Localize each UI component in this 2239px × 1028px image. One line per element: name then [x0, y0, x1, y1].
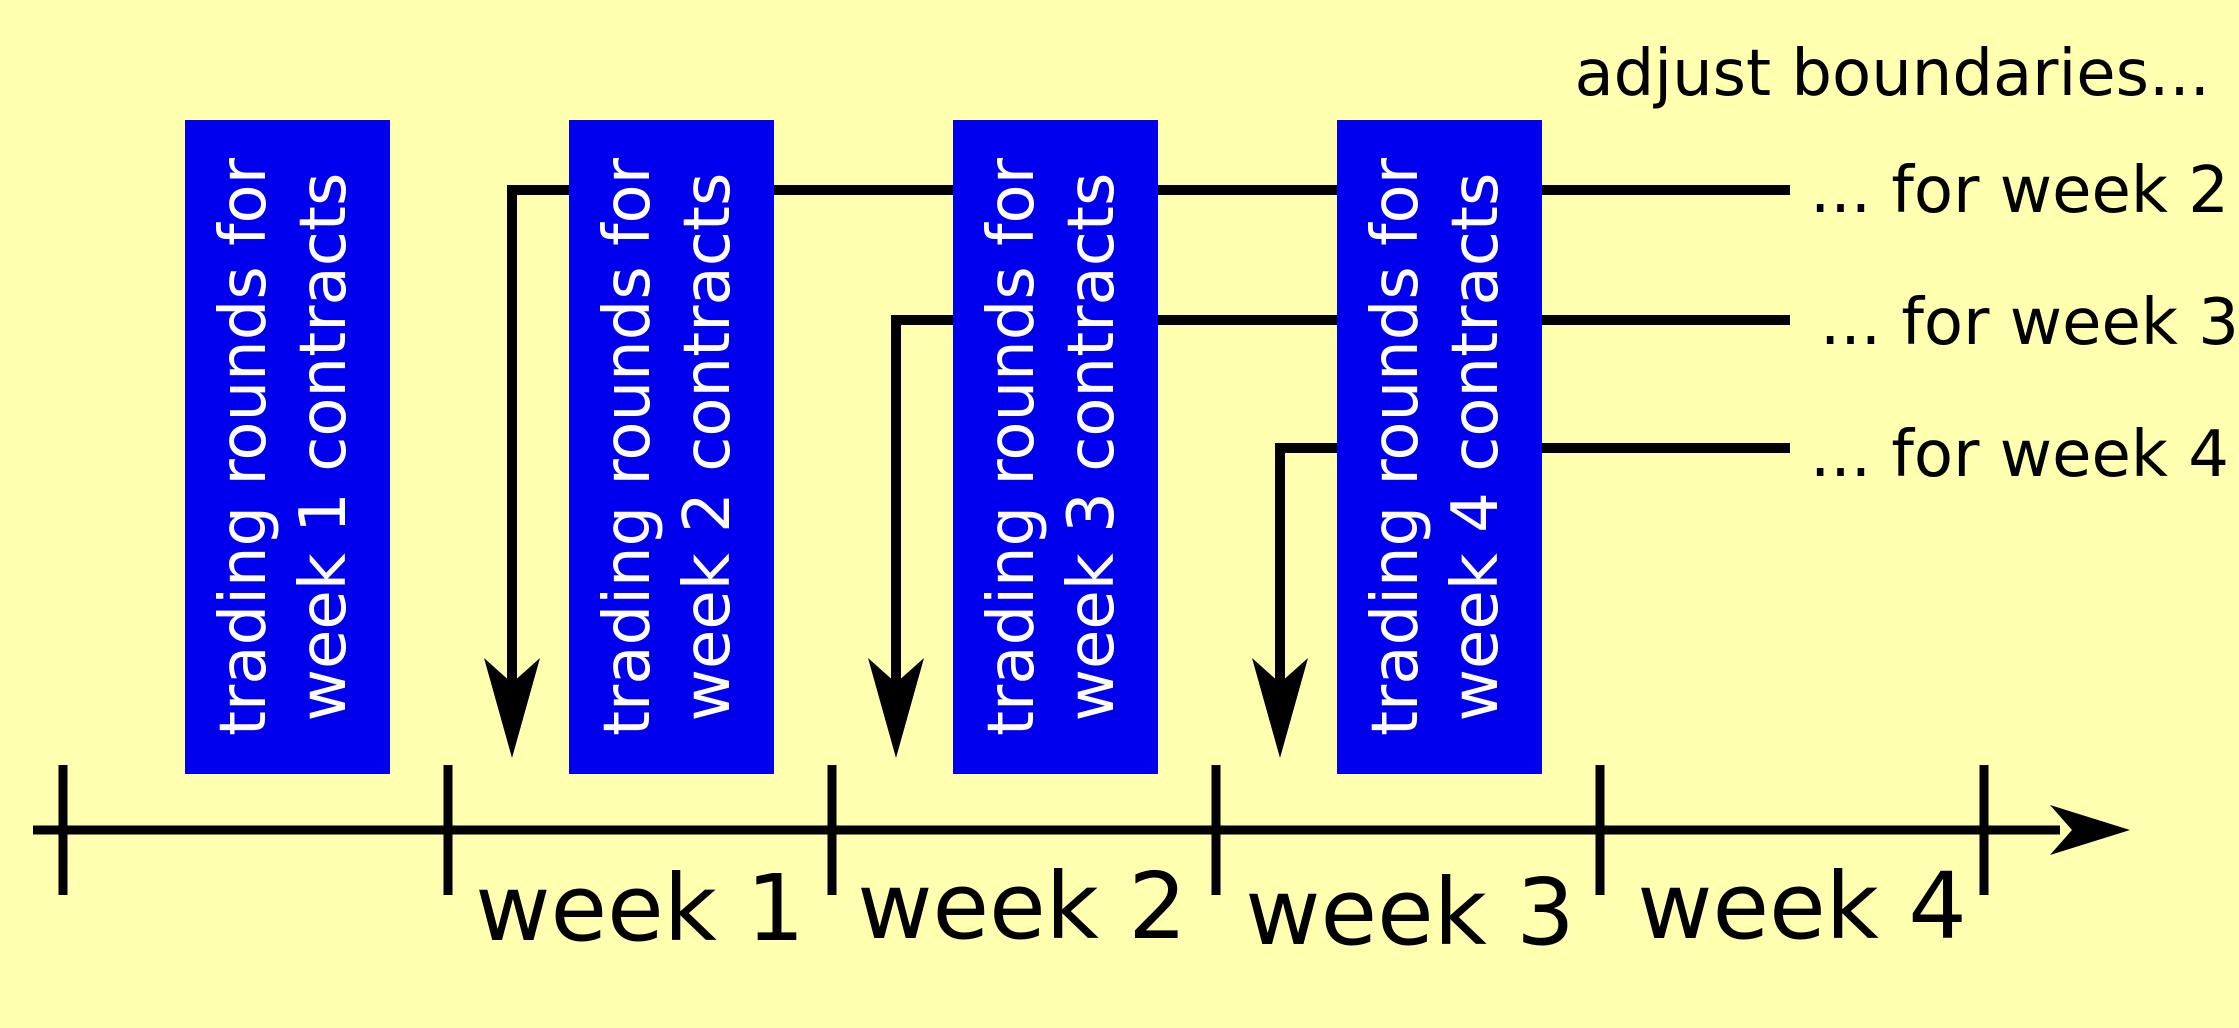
- week-label-4: week 4: [1637, 853, 1967, 960]
- box-week-1-line2: week 1 contracts: [287, 173, 361, 722]
- box-week-2-line1: trading rounds for: [591, 157, 665, 736]
- box-week-2-rect: [569, 120, 774, 774]
- timeline-arrowhead: [2050, 805, 2130, 855]
- box-week-3-rect: [953, 120, 1158, 774]
- arrowhead-week-3: [868, 658, 924, 758]
- header-title: adjust boundaries...: [1574, 37, 2210, 111]
- box-week-1-line1: trading rounds for: [207, 157, 281, 736]
- box-week-2: trading rounds for week 2 contracts: [569, 120, 774, 774]
- box-week-1-rect: [185, 120, 390, 774]
- boundary-line-week-2-drop: [507, 185, 569, 700]
- box-week-4-line2: week 4 contracts: [1439, 173, 1513, 722]
- box-week-2-line2: week 2 contracts: [671, 173, 745, 722]
- week-label-1: week 1: [475, 855, 805, 962]
- box-week-3: trading rounds for week 3 contracts: [953, 120, 1158, 774]
- week-label-3: week 3: [1245, 859, 1575, 966]
- box-week-4: trading rounds for week 4 contracts: [1337, 120, 1542, 774]
- week-label-2: week 2: [857, 853, 1187, 960]
- box-week-1: trading rounds for week 1 contracts: [185, 120, 390, 774]
- boundary-label-week-3: ... for week 3: [1820, 286, 2239, 360]
- boundary-line-week-3-drop: [891, 315, 953, 700]
- box-week-3-line2: week 3 contracts: [1055, 173, 1129, 722]
- arrowhead-week-4: [1252, 658, 1308, 758]
- boundary-line-week-4-drop: [1275, 443, 1337, 700]
- box-week-4-rect: [1337, 120, 1542, 774]
- boundary-label-week-4: ... for week 4: [1810, 418, 2229, 492]
- box-week-4-line1: trading rounds for: [1359, 157, 1433, 736]
- arrowhead-week-2: [484, 658, 540, 758]
- box-week-3-line1: trading rounds for: [975, 157, 1049, 736]
- boundary-label-week-2: ... for week 2: [1810, 154, 2229, 228]
